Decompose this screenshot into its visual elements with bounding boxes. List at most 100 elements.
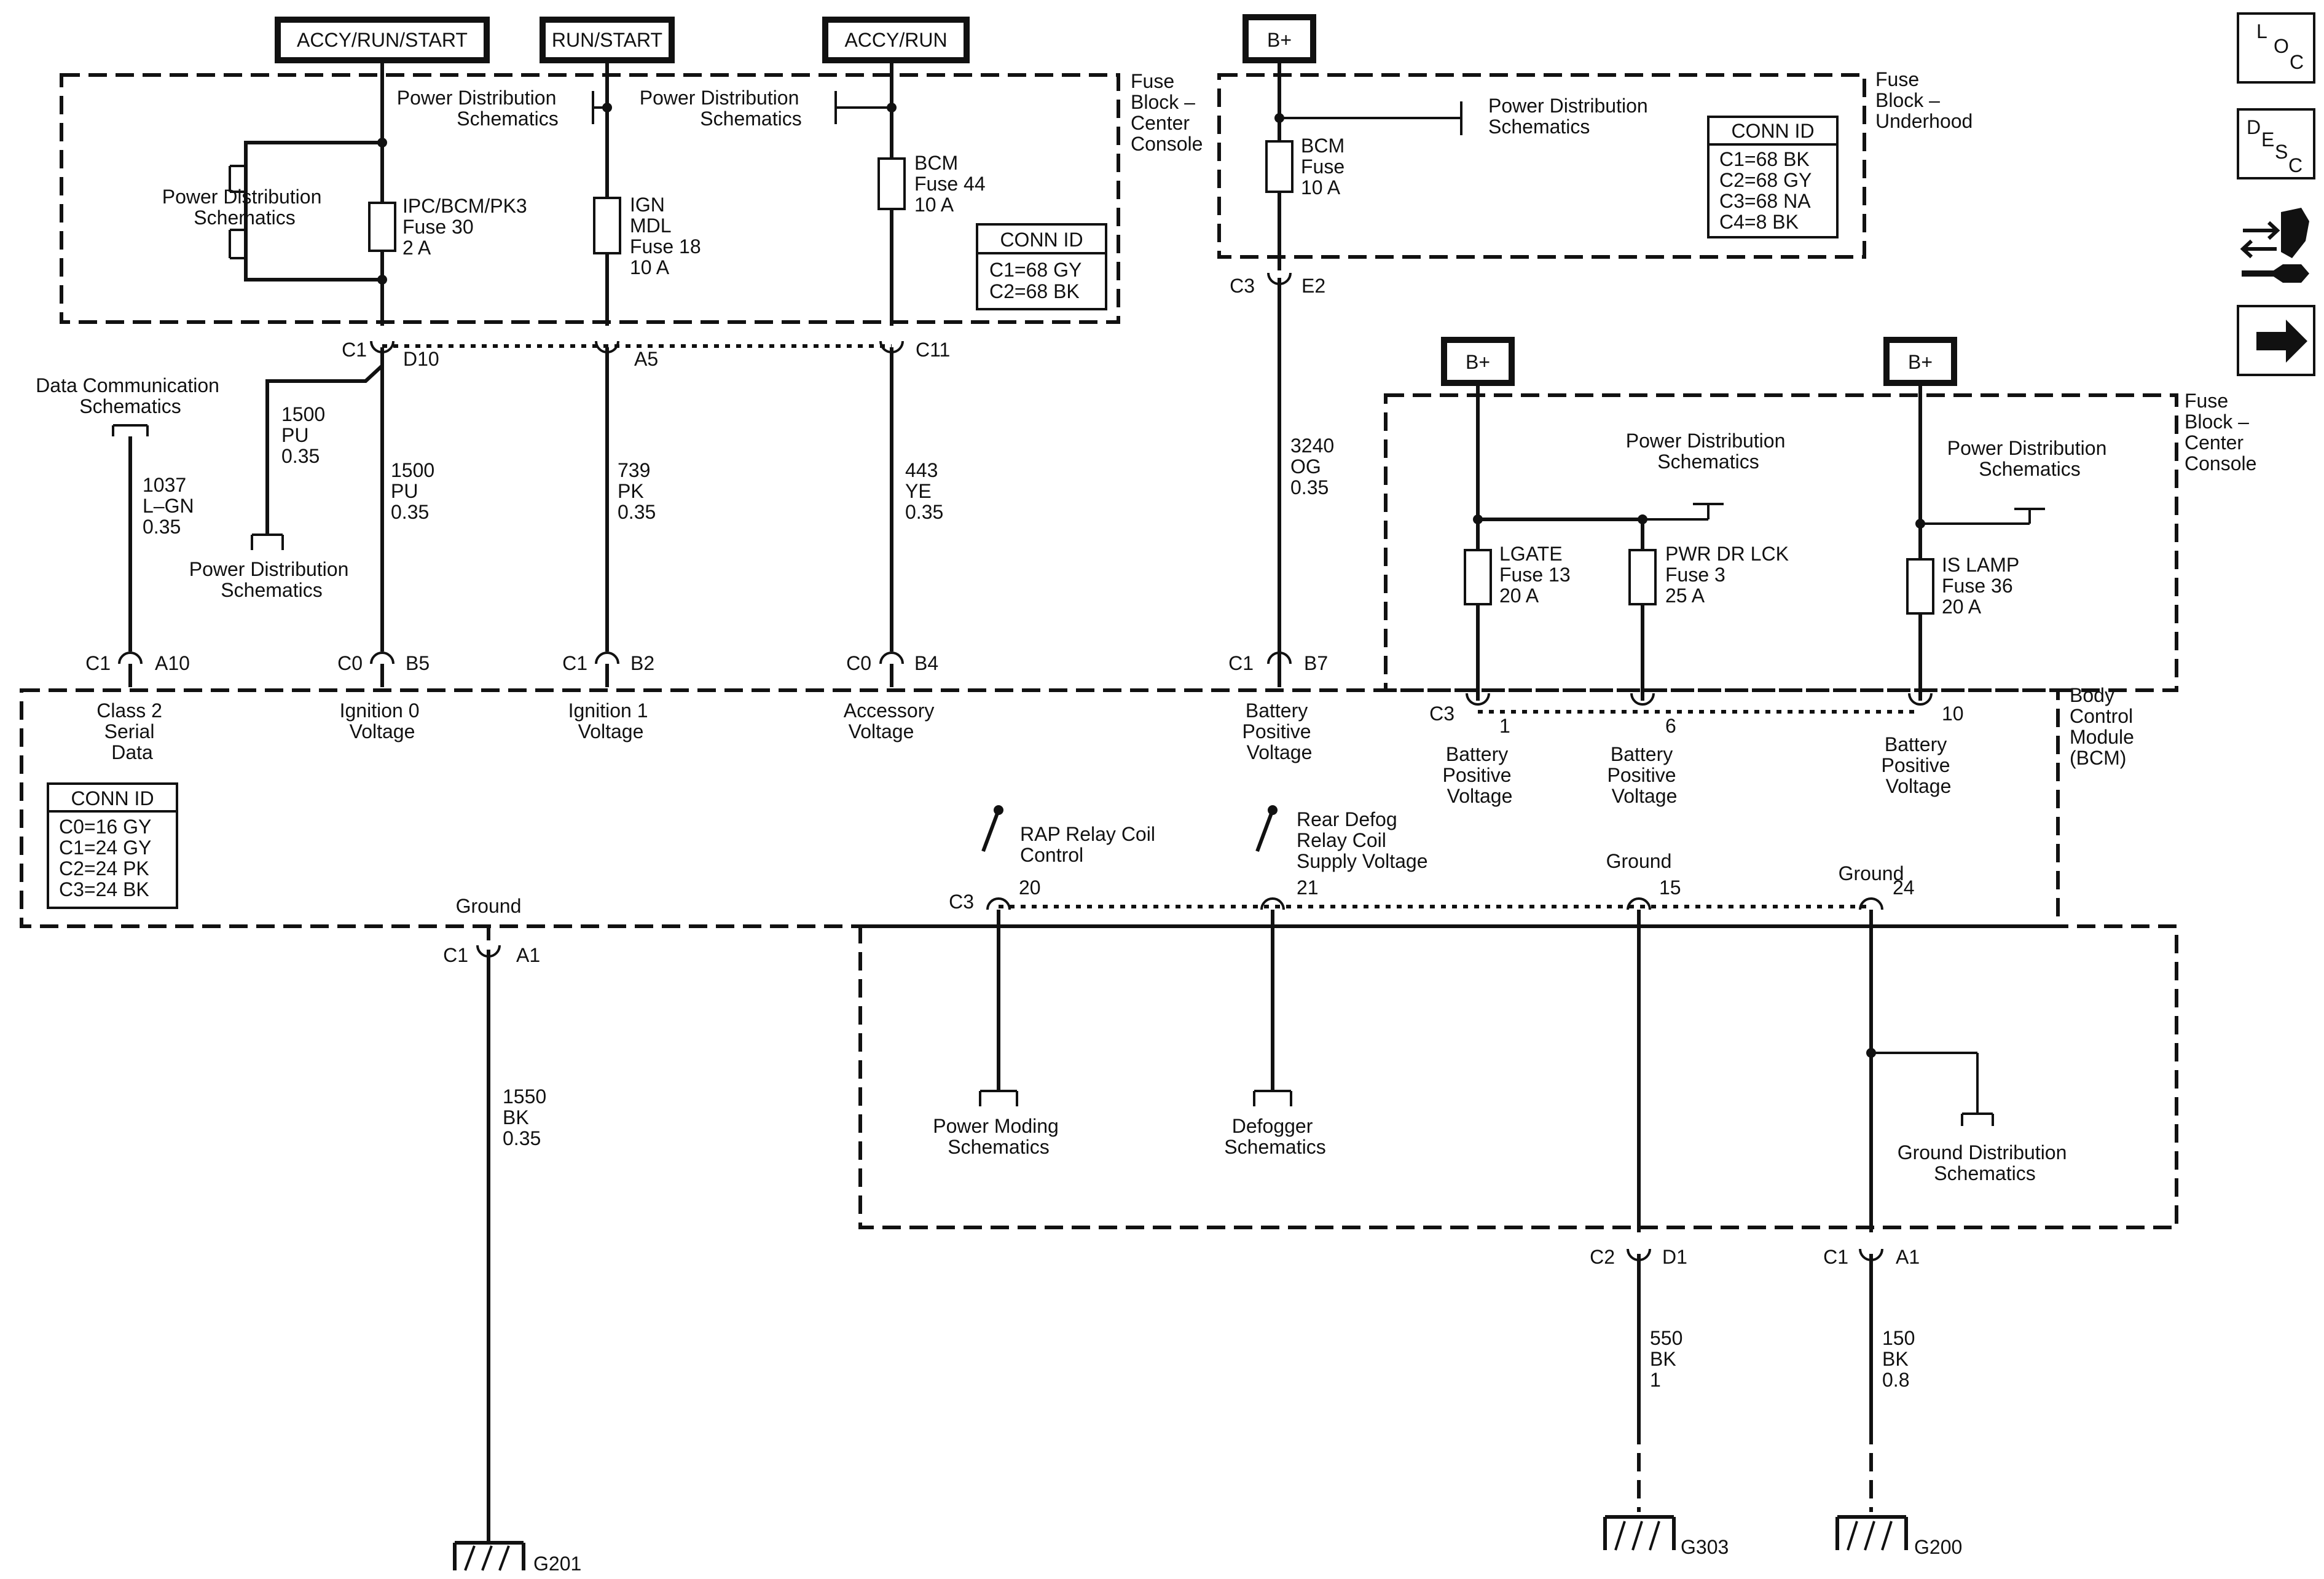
right-arrow-icon [2256,320,2307,363]
defog-switch [1255,805,1278,853]
pin-20: 20 [1019,876,1041,899]
gd-ref: Ground Distribution Schematics [1898,1141,2073,1184]
pin-a1: A1 [516,944,540,966]
bcm-input-batt-1: Battery Positive Voltage [1443,743,1517,807]
pin-b4-left: C0 [846,652,871,674]
desc-button[interactable]: D E S C [2237,108,2315,179]
bcm-pin-21 [1253,897,1292,1106]
pin-d1: D1 [1662,1246,1687,1268]
fuse-block-center-console-top-outline [60,73,1120,324]
svg-text:C3=68 NA: C3=68 NA [1719,190,1811,212]
power-mode-run-start: RUN/START [540,17,675,63]
bcm-ground-label: Ground [456,895,522,917]
pin-24: 24 [1893,876,1915,899]
bcm-output-rap: RAP Relay Coil Control [1020,823,1161,866]
conn-c3-e2-pin: E2 [1301,275,1325,297]
svg-text:CONN ID: CONN ID [1000,229,1083,251]
svg-text:S: S [2275,141,2288,163]
bcm-pin-20 [979,897,1018,1106]
power-mode-accy-run: ACCY/RUN [822,17,970,63]
fuse-block-underhood-label: Fuse Block – Underhood [1875,68,1973,132]
ground-15-label: Ground [1606,850,1672,872]
is-lamp-circuit [1906,383,2045,701]
svg-text:C1=24 GY: C1=24 GY [59,837,151,859]
ground-g200-symbol [1835,1515,1908,1551]
svg-text:C2=24 PK: C2=24 PK [59,857,149,880]
connector-c1-d10 [251,341,395,652]
bcm-outline [20,688,2060,928]
fuse-lgate-symbol [1464,549,1492,605]
connector-c11 [879,341,904,652]
svg-text:C3=24 BK: C3=24 BK [59,878,149,900]
bcm-input-batt-b7: Battery Positive Voltage [1242,699,1317,763]
fuse-bcm-underhood-label: BCM Fuse 10 A [1301,135,1350,199]
bcm-pin-a1 [476,926,501,1543]
rap-switch [981,805,1003,853]
bplus-underhood: B+ [1242,14,1316,63]
fuse-pwr-dr-label: PWR DR LCK Fuse 3 25 A [1665,543,1794,607]
svg-text:RUN/START: RUN/START [552,29,662,51]
pin-b2-left: C1 [562,652,587,674]
power-mode-accy-run-start: ACCY/RUN/START [275,17,490,63]
bcm-output-defog: Rear Defog Relay Coil Supply Voltage [1297,808,1428,872]
connector-wrench-icon[interactable] [2240,208,2309,283]
pd-ref-lgate: Power Distribution Schematics [1626,430,1791,473]
connector-a5 [595,341,619,652]
svg-text:CONN ID: CONN ID [71,787,154,809]
bcm-label: Body Control Module (BCM) [2070,684,2140,769]
pin-1: 1 [1499,715,1510,737]
pd-ref-ipc-bracket: Power Distribution Schematics [162,186,328,229]
ground-g200-label: G200 [1914,1536,1962,1558]
svg-text:E: E [2261,128,2274,151]
pin-10: 10 [1942,703,1964,725]
pin-b7-left: C1 [1228,652,1254,674]
bplus-underhood-circuit [1265,60,1462,270]
pd-ref-is-lamp: Power Distribution Schematics [1947,437,2113,480]
pin-d1-left: C2 [1590,1246,1615,1268]
pin-a1-left: C1 [443,944,468,966]
wire-150-label: 150 BK 0.8 [1882,1327,1920,1391]
bcm-input-ign1: Ignition 1 Voltage [568,699,654,742]
wire-3240-label: 3240 OG 0.35 [1290,435,1340,498]
svg-text:ACCY/RUN: ACCY/RUN [844,29,947,51]
dc-ref: Data Communication Schematics [36,374,225,417]
connector-c3-e2 [1267,272,1292,645]
conn-a5-pin: A5 [634,348,658,370]
wire-1037-label: 1037 L–GN 0.35 [143,474,199,538]
fuse-is-lamp-label: IS LAMP Fuse 36 20 A [1942,554,2025,618]
fuse-ign-symbol [593,197,621,254]
svg-text:L: L [2256,20,2267,42]
pd-ref-underhood: Power Distribution Schematics [1488,95,1654,138]
bcm-input-batt-6: Battery Positive Voltage [1608,743,1682,807]
pd-ref-1500a: Power Distribution Schematics [189,558,355,601]
wire-739-label: 739 PK 0.35 [618,459,656,523]
bcm-pin-b5 [370,652,395,687]
ground-a1-connector [1859,1248,1883,1512]
pin-a1-g200: A1 [1896,1246,1920,1268]
loc-button[interactable]: L O C [2237,12,2315,84]
fuse-lgate-label: LGATE Fuse 13 20 A [1499,543,1576,607]
pin-b4: B4 [914,652,938,674]
pin-6: 6 [1665,715,1676,737]
pin-b5-left: C0 [337,652,363,674]
ground-g303-label: G303 [1681,1536,1729,1558]
bcm-input-accy: Accessory Voltage [844,699,940,742]
bcm-pin-b7 [1267,645,1292,687]
lgate-pwrdr-circuit [1464,383,1724,701]
pm-ref: Power Moding Schematics [933,1115,1064,1158]
pd-ref-accy: Power Distribution Schematics [640,87,805,130]
pin-a10-left: C1 [85,652,111,674]
bcm-pin-24 [1859,897,1994,1232]
next-page-button[interactable] [2237,305,2315,376]
conn-id-table-center-console: CONN ID C1=68 GY C2=68 BK [976,223,1107,310]
wire-1500a-label: 1500 PU 0.35 [281,403,331,467]
ground-distribution-area-outline [858,924,2178,1229]
fuse-ipc-symbol [368,202,396,252]
fuse-block-center-console-right-outline [1384,393,2178,692]
pd-ref-ign: Power Distribution Schematics [397,87,562,130]
svg-text:B+: B+ [1267,29,1292,51]
conn-id-table-bcm: CONN ID C0=16 GY C1=24 GY C2=24 PK C3=24… [47,782,178,909]
bcm-pin-c3-6 [1630,693,1655,706]
pin-b2: B2 [630,652,654,674]
